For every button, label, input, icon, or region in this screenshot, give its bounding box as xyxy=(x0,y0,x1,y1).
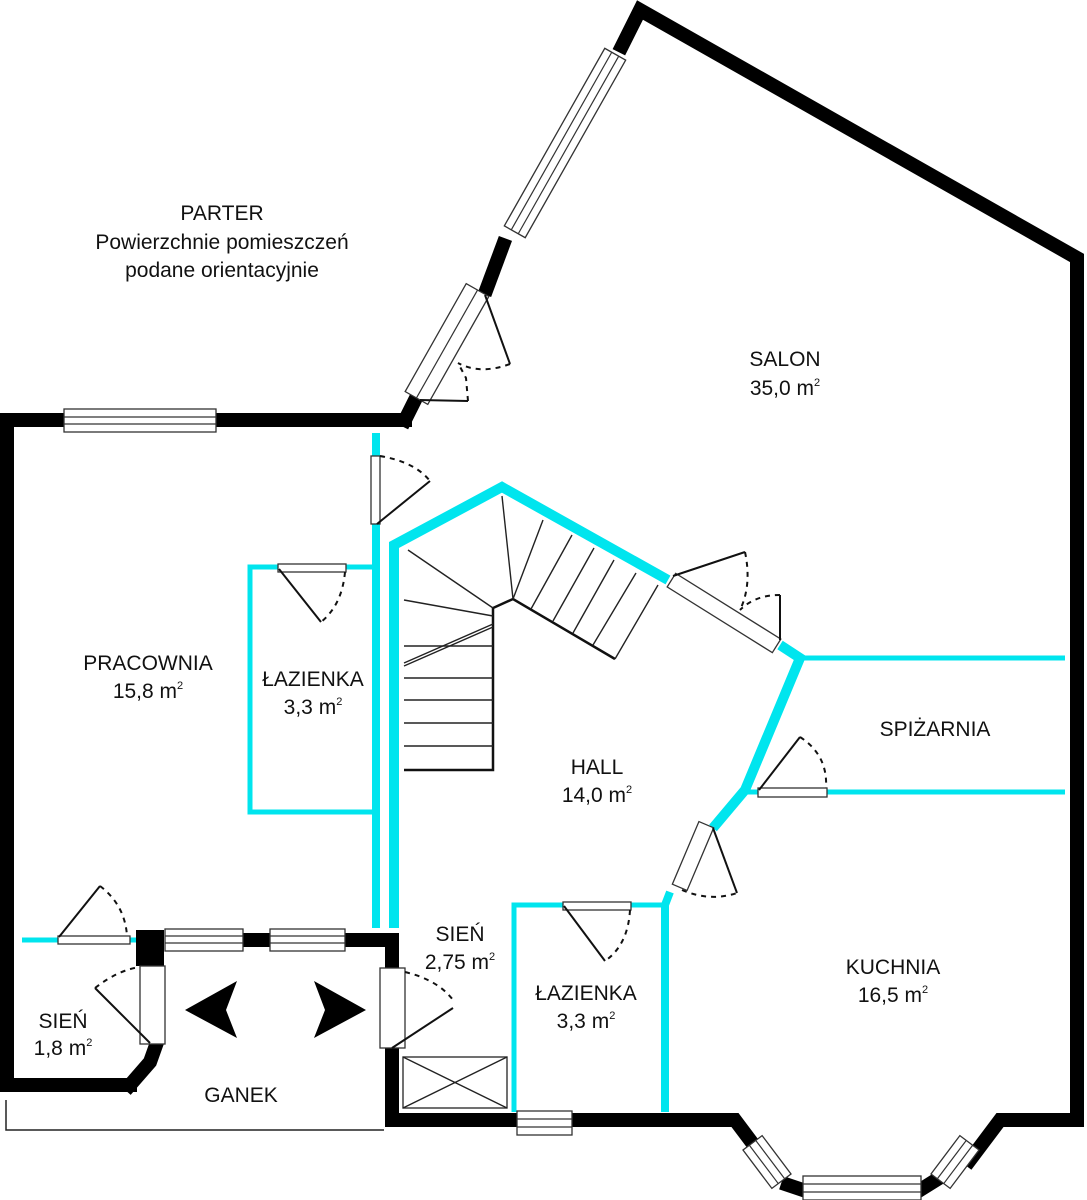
wall-sien-corner xyxy=(120,1039,164,1095)
room-porch: GANEK xyxy=(204,1084,278,1107)
room-area: 15,8 m2 xyxy=(113,680,183,703)
wall-west xyxy=(0,413,137,1092)
room-pantry: SPIŻARNIA xyxy=(880,718,991,741)
wall-bay-left xyxy=(779,1176,812,1199)
plan-header: PARTER Powierzchnie pomieszczeń podane o… xyxy=(95,202,348,282)
room-bathroom-1: ŁAZIENKA 3,3 m2 xyxy=(262,668,364,719)
floor-title: PARTER xyxy=(180,202,263,225)
door-pantry xyxy=(757,736,828,798)
room-area: 14,0 m2 xyxy=(562,784,632,807)
wall-south-west xyxy=(385,1038,524,1127)
wall-east xyxy=(612,0,1084,1170)
door-bathroom-1 xyxy=(277,563,347,623)
room-name: ŁAZIENKA xyxy=(535,982,637,1005)
door-salon-terrace xyxy=(404,282,511,406)
staircase-icon xyxy=(403,495,659,772)
door-bathroom-2 xyxy=(562,901,632,962)
wall-pillar xyxy=(136,930,164,966)
room-name: SIEŃ xyxy=(38,1010,87,1033)
hall-kitchen-partition xyxy=(709,640,807,832)
room-area: 3,3 m2 xyxy=(557,1010,616,1033)
area-note-line-1: Powierzchnie pomieszczeń xyxy=(95,231,348,254)
door-vestibule-porch xyxy=(94,965,166,1045)
bathroom-1-partition xyxy=(247,564,372,815)
room-area: 1,8 m2 xyxy=(34,1037,93,1060)
room-name: PRACOWNIA xyxy=(83,652,213,675)
wall-porch-east xyxy=(338,933,399,975)
window-kitchen-bay-left xyxy=(742,1134,792,1190)
porch-outline xyxy=(5,1100,384,1131)
wall-south xyxy=(565,1113,775,1170)
windows xyxy=(63,47,980,1200)
door-main-entrance xyxy=(379,967,454,1049)
room-pracownia: PRACOWNIA 15,8 m2 xyxy=(83,652,213,703)
area-note-line-2: podane orientacyjnie xyxy=(125,259,319,282)
door-pracownia xyxy=(370,455,431,525)
room-name: SIEŃ xyxy=(435,923,484,946)
room-kitchen: KUCHNIA 16,5 m2 xyxy=(846,956,941,1007)
room-vestibule-hall: SIEŃ 2,75 m2 xyxy=(425,923,495,974)
room-name: SALON xyxy=(749,348,820,371)
room-name: GANEK xyxy=(204,1084,278,1107)
window-pracownia xyxy=(63,408,217,433)
wall-bay-right xyxy=(910,1170,946,1200)
door-pracownia-vestibule xyxy=(57,885,131,945)
door-hall-salon xyxy=(666,551,782,654)
kitchen-west-partition xyxy=(661,890,674,1112)
room-bathroom-2: ŁAZIENKA 3,3 m2 xyxy=(535,982,637,1033)
room-area: 3,3 m2 xyxy=(284,696,343,719)
window-porch-2 xyxy=(269,928,346,952)
stair-hall-partition xyxy=(389,481,671,928)
room-name: HALL xyxy=(571,756,624,779)
room-vestibule-small: SIEŃ 1,8 m2 xyxy=(34,1010,93,1060)
window-kitchen-bay-right xyxy=(930,1134,980,1190)
doors xyxy=(57,282,828,1049)
shaft-cross-icon xyxy=(402,1056,508,1109)
window-salon-diagonal xyxy=(503,47,627,239)
room-area: 2,75 m2 xyxy=(425,951,495,974)
arrow-right-icon xyxy=(314,981,366,1038)
room-name: SPIŻARNIA xyxy=(880,718,991,741)
room-name: ŁAZIENKA xyxy=(262,668,364,691)
room-area: 35,0 m2 xyxy=(750,377,820,400)
room-area: 16,5 m2 xyxy=(858,984,928,1007)
room-salon: SALON 35,0 m2 xyxy=(749,348,820,400)
window-kitchen-bay-center xyxy=(802,1175,922,1200)
bathroom-2-partition xyxy=(511,902,564,1112)
wall-diagonal-salon xyxy=(477,235,513,298)
room-name: KUCHNIA xyxy=(846,956,941,979)
door-kitchen xyxy=(671,820,738,898)
window-bathroom-2 xyxy=(516,1110,573,1136)
interior-partitions xyxy=(22,433,1065,1112)
wall-corner xyxy=(395,392,424,430)
room-hall: HALL 14,0 m2 xyxy=(562,756,632,807)
window-porch-1 xyxy=(164,928,244,952)
arrow-left-icon xyxy=(185,981,237,1038)
